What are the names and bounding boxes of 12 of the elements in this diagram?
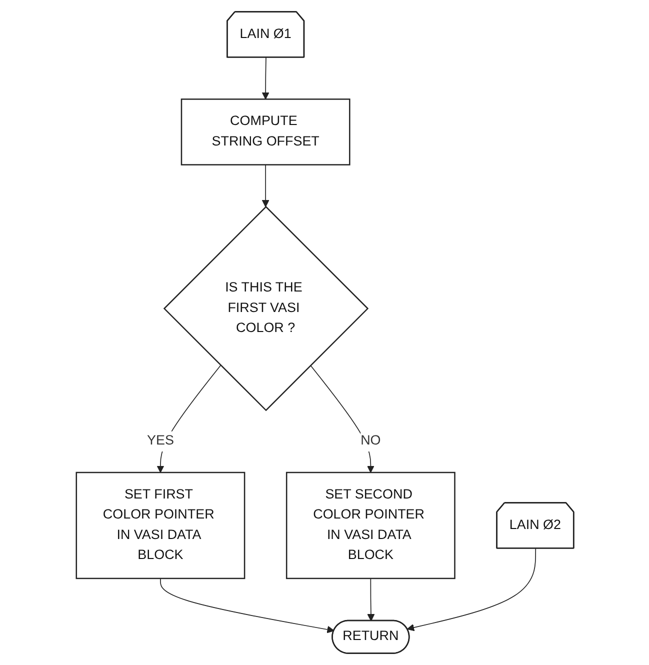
arrow: [310, 364, 374, 473]
node-box: SET FIRST COLOR POINTER IN VASI DATA BLOCK: [75, 472, 245, 580]
node-diamond: IS THIS THE FIRST VASI COLOR ?: [162, 206, 368, 412]
edge-label: NO: [360, 434, 380, 448]
arrow: [261, 164, 269, 208]
node-box: SET SECOND COLOR POINTER IN VASI DATA BLOCK: [285, 472, 455, 580]
arrow: [406, 548, 536, 632]
node-box: COMPUTE STRING OFFSET: [180, 98, 350, 166]
edge-label: YES: [146, 434, 174, 448]
arrow: [366, 578, 374, 622]
arrow: [261, 57, 269, 100]
arrow: [160, 578, 334, 634]
